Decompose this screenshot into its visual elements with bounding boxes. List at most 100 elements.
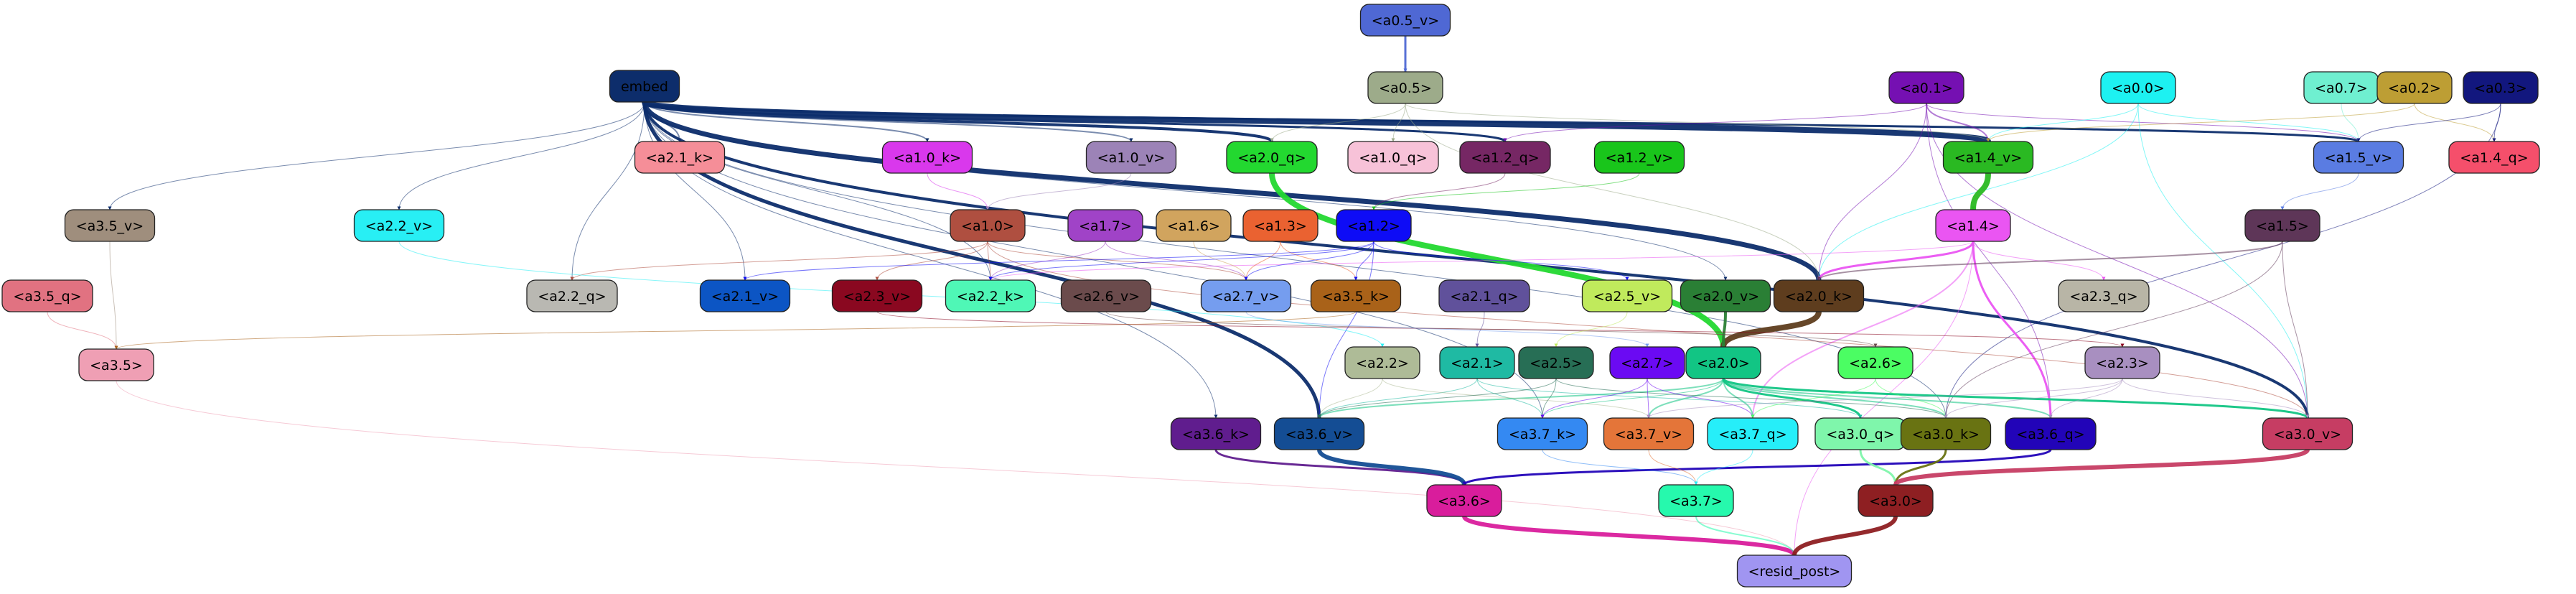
edge-a3-0-v-to-a3-0 bbox=[1893, 448, 2310, 486]
edge-a3-7-v-to-a3-7 bbox=[1648, 449, 1698, 486]
node-a3-6-k[interactable]: <a3.6_k> bbox=[1170, 417, 1262, 450]
edge-a0-1-to-a3-6-q bbox=[1926, 103, 2053, 419]
node-label: <a2.2_q> bbox=[538, 289, 606, 305]
node-box bbox=[1773, 279, 1865, 312]
node-a0-3[interactable]: <a0.3> bbox=[2463, 71, 2539, 104]
node-label: <a3.0_k> bbox=[1912, 427, 1980, 442]
node-a2-7[interactable]: <a2.7> bbox=[1609, 346, 1685, 379]
node-a0-5[interactable]: <a0.5> bbox=[1367, 71, 1443, 104]
edge-a0-2-to-a1-4-v bbox=[1986, 103, 2415, 142]
node-box bbox=[1518, 346, 1594, 379]
node-label: <a2.2_v> bbox=[365, 218, 433, 234]
node-box bbox=[1359, 4, 1451, 37]
node-a0-2[interactable]: <a0.2> bbox=[2376, 71, 2453, 104]
edge-a2-6-to-a3-7-q bbox=[1751, 378, 1876, 419]
node-a2-2[interactable]: <a2.2> bbox=[1344, 346, 1420, 379]
node-embed[interactable]: embed bbox=[609, 70, 680, 103]
node-a2-3[interactable]: <a2.3> bbox=[2084, 346, 2160, 379]
edge-a1-0-to-a3-0-v bbox=[987, 241, 2310, 419]
node-box bbox=[634, 141, 726, 174]
edge-a2-0-to-a3-7-k bbox=[1540, 378, 1724, 419]
node-a3-6-v[interactable]: <a3.6_v> bbox=[1273, 417, 1365, 450]
node-a1-0[interactable]: <a1.0> bbox=[950, 209, 1026, 242]
node-a2-1-q[interactable]: <a2.1_q> bbox=[1438, 279, 1530, 312]
edge-a1-3-to-a2-7-v bbox=[1244, 241, 1281, 281]
node-label: <a2.5> bbox=[1530, 356, 1583, 371]
node-a2-2-q[interactable]: <a2.2_q> bbox=[526, 279, 618, 312]
node-a2-2-v[interactable]: <a2.2_v> bbox=[353, 209, 445, 242]
node-label: <a0.2> bbox=[2388, 80, 2441, 96]
node-resid-post[interactable]: <resid_post> bbox=[1736, 554, 1853, 588]
node-a3-7-v[interactable]: <a3.7_v> bbox=[1603, 417, 1695, 450]
node-a1-0-v[interactable]: <a1.0_v> bbox=[1085, 141, 1177, 174]
node-label: <a1.0> bbox=[961, 218, 1014, 234]
node-label: <a0.7> bbox=[2315, 80, 2368, 96]
node-a1-6[interactable]: <a1.6> bbox=[1156, 209, 1232, 242]
node-a1-4-q[interactable]: <a1.4_q> bbox=[2448, 141, 2540, 174]
node-a1-7[interactable]: <a1.7> bbox=[1067, 209, 1143, 242]
node-a1-4[interactable]: <a1.4> bbox=[1935, 209, 2011, 242]
node-a1-3[interactable]: <a1.3> bbox=[1242, 209, 1319, 242]
node-a1-0-q[interactable]: <a1.0_q> bbox=[1347, 141, 1439, 174]
node-a3-7-q[interactable]: <a3.7_q> bbox=[1707, 417, 1799, 450]
node-a3-7-k[interactable]: <a3.7_k> bbox=[1497, 417, 1588, 450]
node-label: <a2.7_v> bbox=[1212, 289, 1280, 305]
node-a3-5-k[interactable]: <a3.5_k> bbox=[1310, 279, 1402, 312]
edge-a2-7-to-a3-7-q bbox=[1647, 378, 1755, 419]
node-a3-6-q[interactable]: <a3.6_q> bbox=[2005, 417, 2097, 450]
node-a3-0-v[interactable]: <a3.0_v> bbox=[2262, 417, 2353, 450]
node-a0-1[interactable]: <a0.1> bbox=[1888, 71, 1964, 104]
node-a1-2-v[interactable]: <a1.2_v> bbox=[1593, 141, 1685, 174]
node-a1-2[interactable]: <a1.2> bbox=[1336, 209, 1412, 242]
node-a3-5-q[interactable]: <a3.5_q> bbox=[1, 279, 93, 312]
edge-a0-1-to-a1-2-q bbox=[1503, 103, 1927, 142]
node-box bbox=[1736, 554, 1853, 588]
node-box bbox=[2244, 209, 2320, 242]
node-a2-1-v[interactable]: <a2.1_v> bbox=[699, 279, 791, 312]
edge-a0-2-to-a1-4-q bbox=[2414, 103, 2496, 142]
node-a2-5-v[interactable]: <a2.5_v> bbox=[1581, 279, 1673, 312]
node-a1-5-v[interactable]: <a1.5_v> bbox=[2313, 141, 2404, 174]
node-a2-5[interactable]: <a2.5> bbox=[1518, 346, 1594, 379]
edge-a2-7-to-a3-7-v bbox=[1647, 378, 1651, 419]
node-a2-0[interactable]: <a2.0> bbox=[1685, 346, 1761, 379]
node-a3-0-k[interactable]: <a3.0_k> bbox=[1900, 417, 1992, 450]
node-a2-0-q[interactable]: <a2.0_q> bbox=[1226, 141, 1318, 174]
edge-a3-5-v-to-a3-5 bbox=[109, 241, 118, 350]
node-a3-0[interactable]: <a3.0> bbox=[1858, 484, 1934, 517]
node-a3-5[interactable]: <a3.5> bbox=[78, 348, 154, 381]
node-layer: <a0.5_v>embed <a0.5> <a0.1> <a0.0> <a0.7> <a0… bbox=[1, 4, 2540, 588]
node-a0-0[interactable]: <a0.0> bbox=[2100, 71, 2176, 104]
edge-embed-to-a1-0-v bbox=[644, 101, 1133, 142]
node-label: <a1.0_k> bbox=[894, 150, 961, 166]
node-label: <a2.3> bbox=[2096, 356, 2149, 371]
node-a3-5-v[interactable]: <a3.5_v> bbox=[64, 209, 156, 242]
node-box bbox=[353, 209, 445, 242]
edge-a2-0-v-to-a2-0 bbox=[1721, 311, 1727, 348]
node-a3-0-q[interactable]: <a3.0_q> bbox=[1814, 417, 1906, 450]
node-a2-1-k[interactable]: <a2.1_k> bbox=[634, 141, 726, 174]
node-a2-2-k[interactable]: <a2.2_k> bbox=[945, 279, 1036, 312]
node-a1-5[interactable]: <a1.5> bbox=[2244, 209, 2320, 242]
node-a0-5-v[interactable]: <a0.5_v> bbox=[1359, 4, 1451, 37]
node-a2-1[interactable]: <a2.1> bbox=[1439, 346, 1515, 379]
node-box bbox=[1336, 209, 1412, 242]
edge-a2-3-to-a3-0-v bbox=[2122, 378, 2310, 419]
node-a2-3-q[interactable]: <a2.3_q> bbox=[2058, 279, 2150, 312]
node-a1-0-k[interactable]: <a1.0_k> bbox=[881, 141, 973, 174]
node-a2-6-v[interactable]: <a2.6_v> bbox=[1060, 279, 1152, 312]
node-a2-7-v[interactable]: <a2.7_v> bbox=[1200, 279, 1292, 312]
node-a1-4-v[interactable]: <a1.4_v> bbox=[1942, 141, 2034, 174]
node-a1-2-q[interactable]: <a1.2_q> bbox=[1459, 141, 1551, 174]
node-a3-6[interactable]: <a3.6> bbox=[1426, 484, 1502, 517]
node-a2-0-v[interactable]: <a2.0_v> bbox=[1680, 279, 1771, 312]
node-a2-3-v[interactable]: <a2.3_v> bbox=[831, 279, 923, 312]
node-a0-7[interactable]: <a0.7> bbox=[2303, 71, 2379, 104]
node-box bbox=[1085, 141, 1177, 174]
node-a3-7[interactable]: <a3.7> bbox=[1658, 484, 1734, 517]
edge-a2-0-to-a3-6-v bbox=[1317, 378, 1724, 419]
node-a2-0-k[interactable]: <a2.0_k> bbox=[1773, 279, 1865, 312]
node-a2-6[interactable]: <a2.6> bbox=[1837, 346, 1914, 379]
edge-embed-to-a3-5-v bbox=[108, 101, 645, 210]
node-label: <a3.7_q> bbox=[1718, 427, 1786, 442]
